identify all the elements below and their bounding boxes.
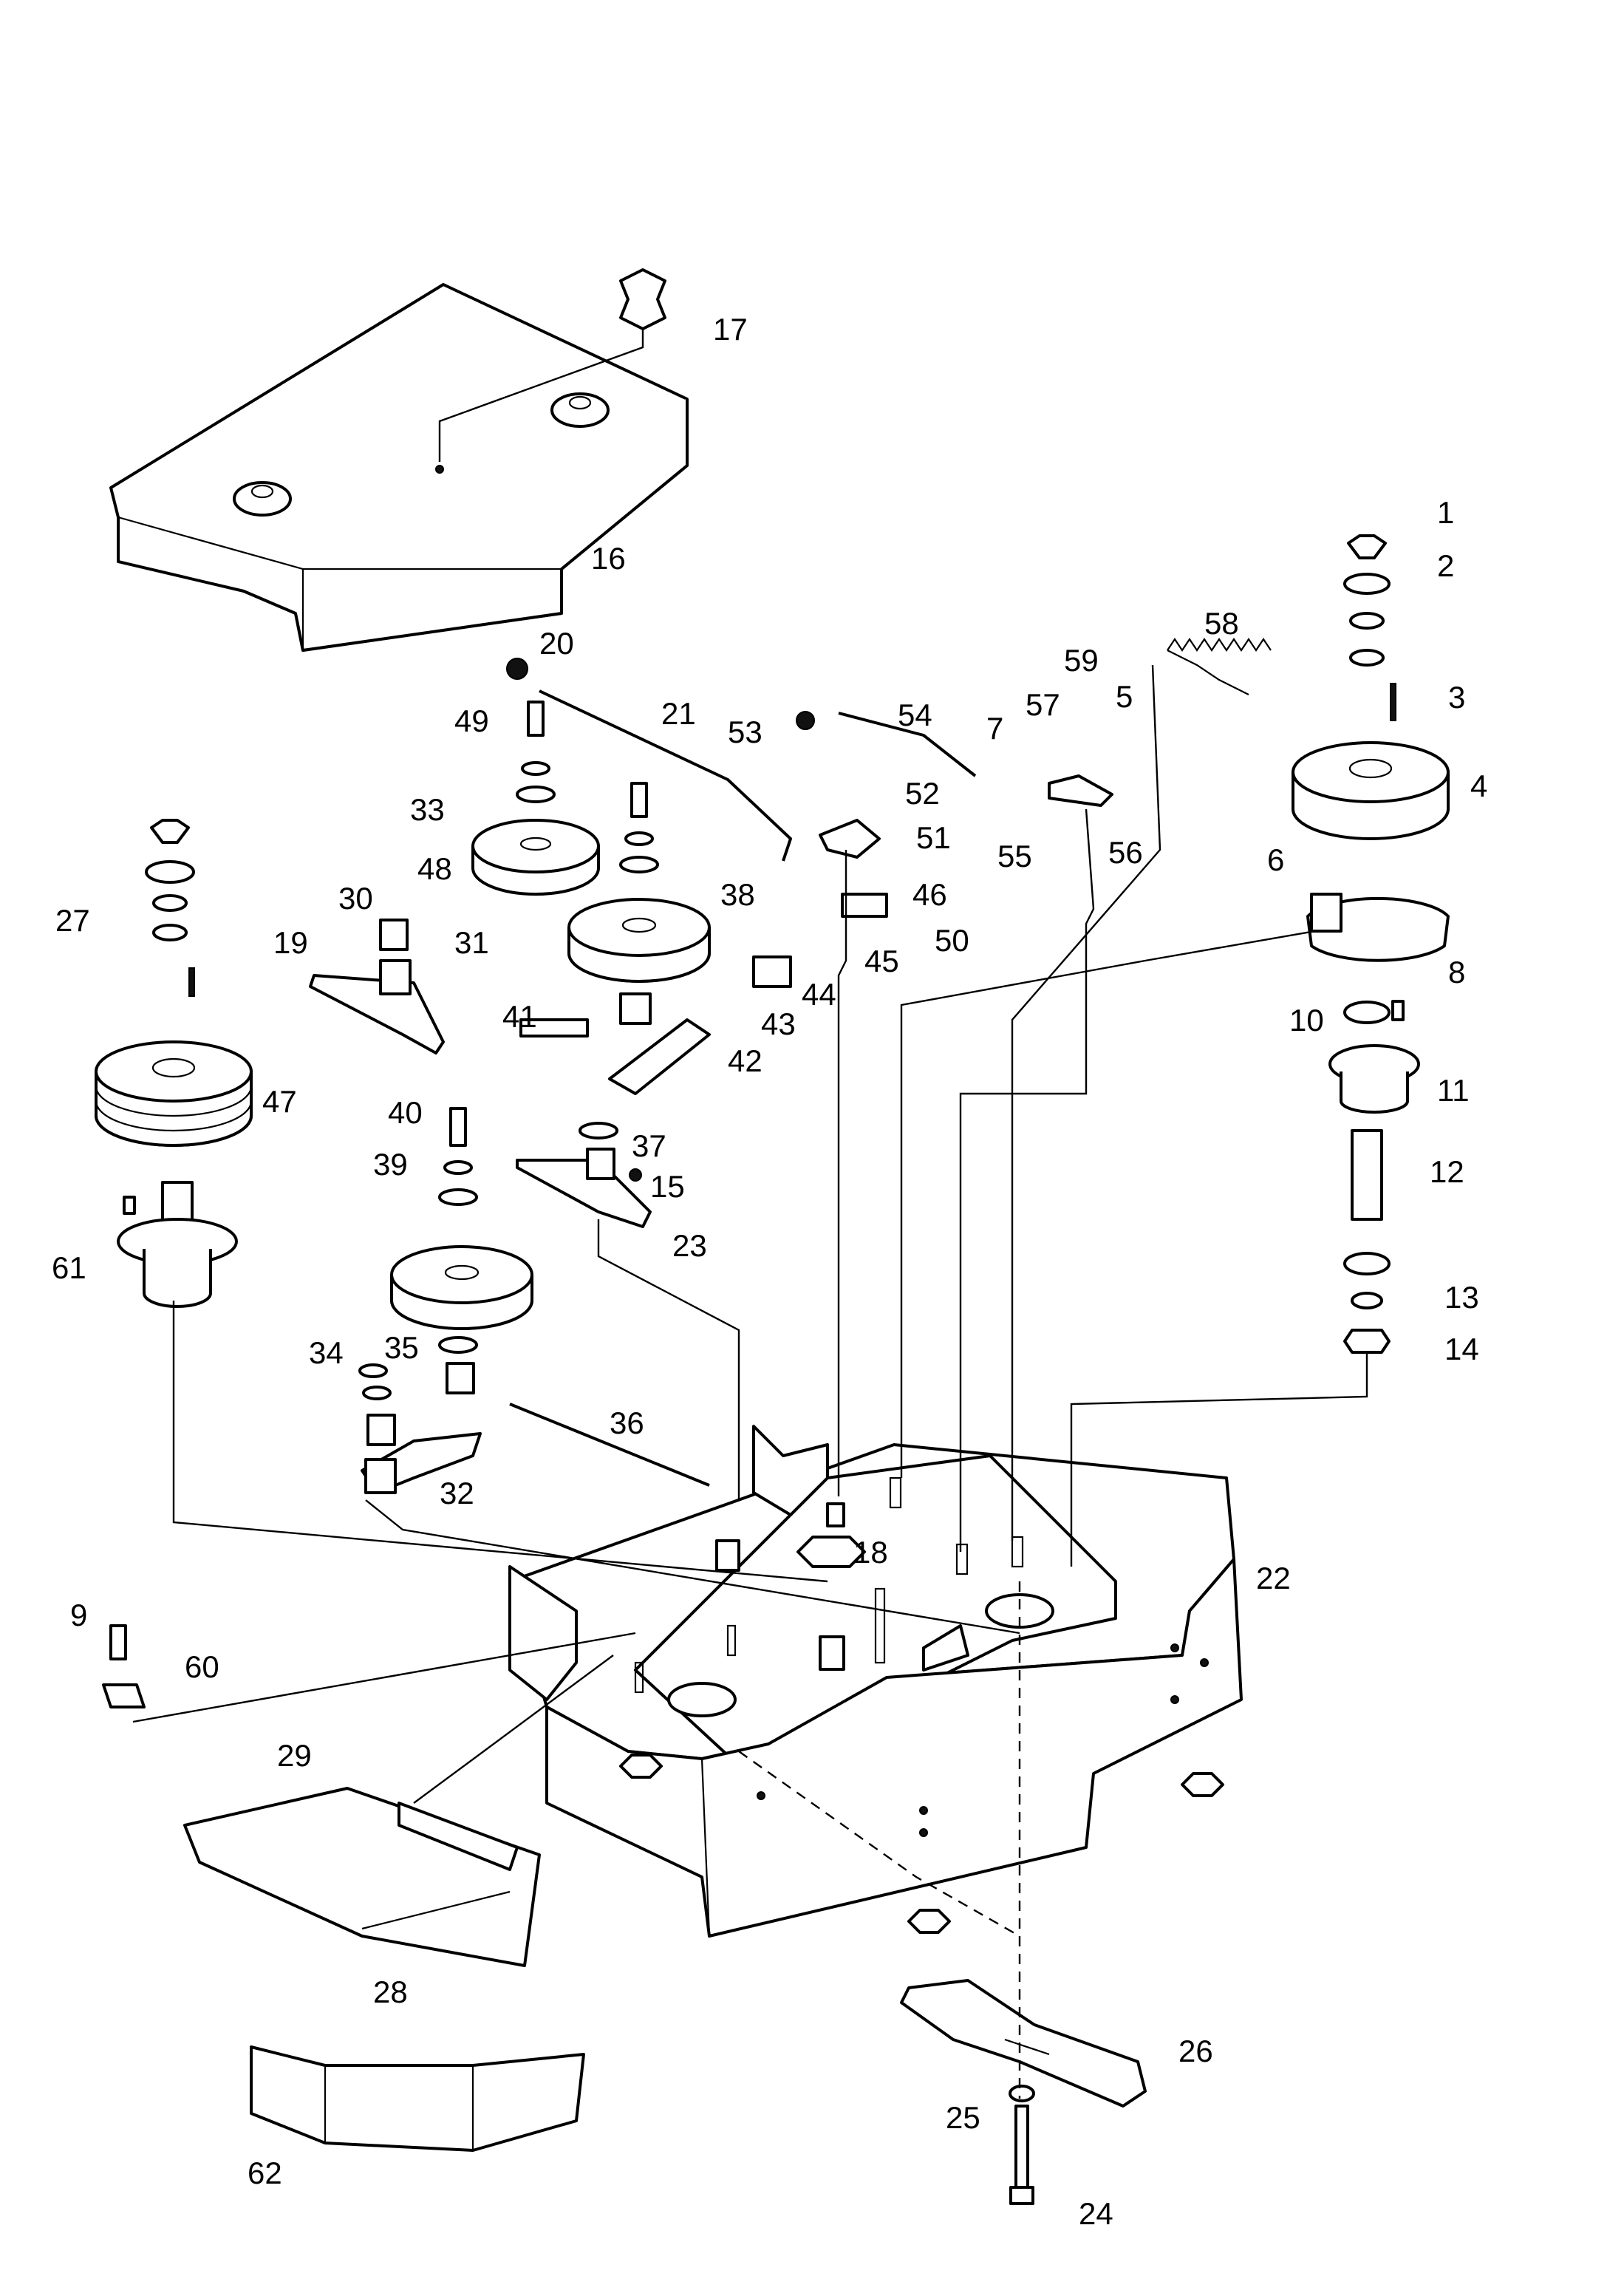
left-pulley <box>95 1040 253 1147</box>
callout: 55 <box>997 839 1032 873</box>
callout: 21 <box>661 696 696 731</box>
callout: 33 <box>410 792 445 827</box>
callout: 42 <box>728 1043 762 1078</box>
callout: 59 <box>1064 643 1099 678</box>
callout: 51 <box>916 820 951 855</box>
callout: 8 <box>1448 955 1465 989</box>
callout: 58 <box>1204 606 1239 641</box>
callout: 26 <box>1178 2034 1213 2068</box>
callout: 61 <box>52 1250 86 1285</box>
callout: 16 <box>591 541 626 576</box>
deck-cover <box>109 283 689 652</box>
deflector-shield <box>250 2045 585 2152</box>
mower-blade <box>900 1979 1147 2108</box>
callout: 32 <box>440 1476 474 1510</box>
callout: 48 <box>417 851 452 886</box>
callout: 11 <box>1437 1073 1470 1108</box>
deck-knob <box>438 268 666 462</box>
right-spindle-assembly <box>1328 1000 1420 1354</box>
left-hardware-stack <box>123 819 195 1215</box>
spring <box>1167 638 1272 652</box>
callout: 31 <box>454 925 489 960</box>
callout: 5 <box>1116 679 1133 714</box>
callout: 54 <box>898 698 932 732</box>
callout: 19 <box>273 925 308 960</box>
left-spindle-housing <box>117 1181 238 1308</box>
callout: 20 <box>539 626 574 661</box>
callout: 23 <box>672 1228 707 1263</box>
callout: 27 <box>55 903 90 938</box>
bolts-washers <box>102 701 659 1708</box>
deck-housing <box>508 1425 1243 1938</box>
blade-bolt <box>1009 2085 1035 2205</box>
callout: 57 <box>1026 687 1060 722</box>
callout: 41 <box>502 999 537 1034</box>
pulley-48 <box>471 819 600 896</box>
callout: 3 <box>1448 680 1465 715</box>
callout: 17 <box>713 312 748 347</box>
belt-guard-8 <box>1306 893 1450 962</box>
right-hardware-stack <box>1343 534 1396 721</box>
callout: 29 <box>277 1738 312 1773</box>
callout: 13 <box>1444 1280 1479 1315</box>
pulley-38-lower <box>390 1245 533 1330</box>
callout: 14 <box>1444 1332 1479 1366</box>
pulley-38-upper <box>567 898 711 983</box>
callout: 1 <box>1437 495 1454 530</box>
callout: 15 <box>650 1169 685 1204</box>
callout: 37 <box>632 1128 666 1163</box>
callout: 39 <box>373 1147 408 1182</box>
callout: 40 <box>388 1095 423 1130</box>
callout: 45 <box>864 944 899 978</box>
deck-spindle-studs <box>634 1476 1024 1694</box>
callout: 24 <box>1079 2196 1113 2231</box>
callout: 6 <box>1267 842 1284 877</box>
callout: 30 <box>338 881 373 916</box>
callout: 49 <box>454 703 489 738</box>
callout: 12 <box>1430 1154 1464 1189</box>
callout: 9 <box>70 1598 87 1632</box>
callout: 46 <box>912 877 947 912</box>
nuts <box>619 1536 1224 1934</box>
callout: 28 <box>373 1975 408 2009</box>
callout: 35 <box>384 1330 419 1365</box>
rods <box>506 650 1249 1487</box>
callout: 10 <box>1289 1003 1324 1038</box>
callout-labels: 1 2 3 4 5 6 7 8 9 10 11 12 13 14 15 16 1… <box>52 312 1487 2231</box>
idler-bracket-19 <box>309 919 445 1054</box>
leader-lines <box>132 664 1368 2099</box>
callout: 7 <box>986 711 1003 746</box>
callout: 56 <box>1108 835 1143 870</box>
callout: 34 <box>309 1335 344 1370</box>
link-parts <box>519 774 1113 1095</box>
callout: 52 <box>905 776 940 811</box>
callout: 50 <box>935 923 969 958</box>
discharge-chute <box>183 1787 541 1967</box>
callout: 4 <box>1470 769 1487 803</box>
callout: 22 <box>1256 1561 1291 1595</box>
callout: 18 <box>853 1535 888 1570</box>
callout: 60 <box>185 1649 219 1684</box>
idler-bracket-32 <box>361 1362 482 1494</box>
callout: 2 <box>1437 548 1454 583</box>
callout: 44 <box>802 977 836 1012</box>
callout: 25 <box>946 2100 980 2135</box>
idler-bracket-23 <box>516 1148 652 1228</box>
callout: 53 <box>728 715 762 749</box>
callout: 36 <box>610 1406 644 1440</box>
callout: 43 <box>761 1006 796 1041</box>
callout: 62 <box>248 2156 282 2190</box>
right-pulley <box>1292 741 1450 840</box>
callout: 38 <box>720 877 755 912</box>
callout: 47 <box>262 1084 297 1119</box>
